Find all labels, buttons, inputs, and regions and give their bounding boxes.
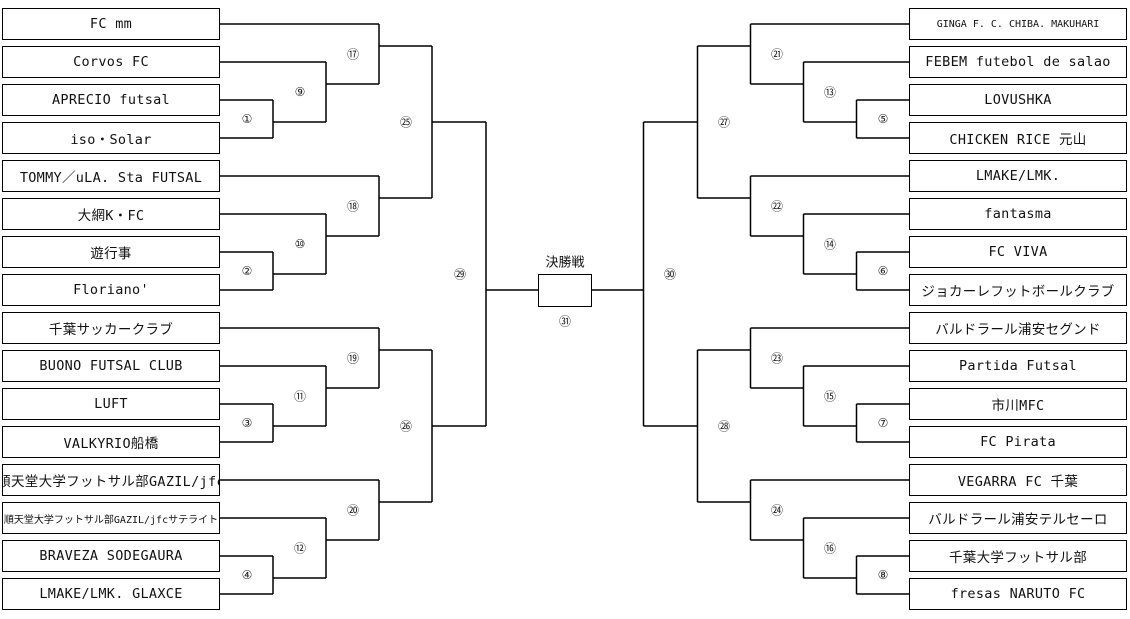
match-number: ⑯ xyxy=(823,541,837,556)
team-box-left: TOMMY／uLA. Sta FUTSAL xyxy=(2,160,220,192)
team-box-left: 大網K・FC xyxy=(2,198,220,230)
team-box-left: 順天堂大学フットサル部GAZIL/jfc xyxy=(2,464,220,496)
team-name: iso・Solar xyxy=(70,132,152,148)
team-name: Partida Futsal xyxy=(959,358,1077,374)
team-box-left: 遊行事 xyxy=(2,236,220,268)
team-name: LUFT xyxy=(94,396,128,412)
team-name: 千葉大学フットサル部 xyxy=(949,550,1087,566)
team-box-left: Floriano' xyxy=(2,274,220,306)
team-name: Corvos FC xyxy=(73,54,149,70)
match-number: ⑦ xyxy=(877,416,889,430)
match-number: ⑧ xyxy=(877,568,889,582)
team-name: VALKYRIO船橋 xyxy=(63,436,159,452)
team-name: VEGARRA FC 千葉 xyxy=(957,474,1079,490)
match-number: ⑲ xyxy=(346,351,360,366)
match-number: ⑬ xyxy=(823,85,837,100)
team-box-left: LUFT xyxy=(2,388,220,420)
match-number: ㉙ xyxy=(453,267,467,282)
team-box-right: LMAKE/LMK. xyxy=(909,160,1127,192)
team-box-right: ジョカーレフットボールクラブ xyxy=(909,274,1127,306)
team-name: 順天堂大学フットサル部GAZIL/jfcサテライト xyxy=(3,514,219,526)
team-box-left: VALKYRIO船橋 xyxy=(2,426,220,458)
team-name: BRAVEZA SODEGAURA xyxy=(39,548,183,564)
match-number: ㉘ xyxy=(717,419,731,434)
team-box-right: fantasma xyxy=(909,198,1127,230)
team-name: FC mm xyxy=(89,16,133,32)
match-number: ⑨ xyxy=(294,85,306,99)
match-number: ④ xyxy=(241,568,253,582)
team-box-right: GINGA F. C. CHIBA. MAKUHARI xyxy=(909,8,1127,40)
team-box-left: LMAKE/LMK. GLAXCE xyxy=(2,578,220,610)
match-number: ⑭ xyxy=(823,237,837,252)
team-name: 順天堂大学フットサル部GAZIL/jfc xyxy=(2,474,220,490)
team-name: FC Pirata xyxy=(980,434,1056,450)
team-box-right: FC Pirata xyxy=(909,426,1127,458)
team-name: ジョカーレフットボールクラブ xyxy=(921,284,1115,300)
team-box-left: 千葉サッカークラブ xyxy=(2,312,220,344)
match-number: ③ xyxy=(241,416,253,430)
team-box-right: FC VIVA xyxy=(909,236,1127,268)
team-name: LMAKE/LMK. xyxy=(975,168,1061,184)
team-name: LOVUSHKA xyxy=(984,92,1052,108)
match-number: ① xyxy=(241,112,253,126)
team-box-right: 千葉大学フットサル部 xyxy=(909,540,1127,572)
team-box-right: fresas NARUTO FC xyxy=(909,578,1127,610)
final-box xyxy=(538,274,592,307)
team-name: fantasma xyxy=(984,206,1052,222)
team-name: Floriano' xyxy=(73,282,149,298)
match-number: ② xyxy=(241,264,253,278)
match-number: ⑪ xyxy=(293,389,307,404)
team-box-left: 順天堂大学フットサル部GAZIL/jfcサテライト xyxy=(2,502,220,534)
team-name: LMAKE/LMK. GLAXCE xyxy=(39,586,183,602)
team-box-right: VEGARRA FC 千葉 xyxy=(909,464,1127,496)
team-box-right: CHICKEN RICE 元山 xyxy=(909,122,1127,154)
team-box-right: Partida Futsal xyxy=(909,350,1127,382)
team-name: 千葉サッカークラブ xyxy=(48,322,174,338)
team-name: CHICKEN RICE 元山 xyxy=(949,132,1087,148)
team-name: GINGA F. C. CHIBA. MAKUHARI xyxy=(936,18,1100,30)
team-box-left: BRAVEZA SODEGAURA xyxy=(2,540,220,572)
team-box-right: 市川MFC xyxy=(909,388,1127,420)
match-number: ㉓ xyxy=(770,351,784,366)
team-box-right: LOVUSHKA xyxy=(909,84,1127,116)
team-name: 大網K・FC xyxy=(77,208,145,224)
team-box-left: BUONO FUTSAL CLUB xyxy=(2,350,220,382)
team-box-left: Corvos FC xyxy=(2,46,220,78)
match-number: ㉗ xyxy=(717,115,731,130)
team-name: APRECIO futsal xyxy=(52,92,170,108)
team-name: FEBEM futebol de salao xyxy=(925,54,1111,70)
team-name: BUONO FUTSAL CLUB xyxy=(39,358,183,374)
match-number: ㉕ xyxy=(399,115,413,130)
team-name: バルドラール浦安セグンド xyxy=(935,322,1101,338)
team-name: 市川MFC xyxy=(991,398,1045,414)
team-name: TOMMY／uLA. Sta FUTSAL xyxy=(19,170,203,186)
team-box-right: FEBEM futebol de salao xyxy=(909,46,1127,78)
team-box-right: バルドラール浦安セグンド xyxy=(909,312,1127,344)
match-number: ㉔ xyxy=(770,503,784,518)
match-number: ㉑ xyxy=(770,47,784,62)
match-number: ⑥ xyxy=(877,264,889,278)
team-box-left: iso・Solar xyxy=(2,122,220,154)
match-number: ㉖ xyxy=(399,419,413,434)
match-number: ㉚ xyxy=(663,267,677,282)
final-title: 決勝戦 xyxy=(545,255,585,271)
match-number: ㉒ xyxy=(770,199,784,214)
team-name: 遊行事 xyxy=(90,246,132,262)
match-number: ⑳ xyxy=(346,503,360,518)
team-box-left: APRECIO futsal xyxy=(2,84,220,116)
match-number: ⑰ xyxy=(346,47,360,62)
match-number: ⑩ xyxy=(294,237,306,251)
team-name: バルドラール浦安テルセーロ xyxy=(928,512,1108,528)
final-match-number: ㉛ xyxy=(558,314,572,329)
team-name: FC VIVA xyxy=(988,244,1048,260)
match-number: ⑱ xyxy=(346,199,360,214)
match-number: ⑫ xyxy=(293,541,307,556)
match-number: ⑮ xyxy=(823,389,837,404)
team-box-left: FC mm xyxy=(2,8,220,40)
team-name: fresas NARUTO FC xyxy=(950,586,1086,602)
match-number: ⑤ xyxy=(877,112,889,126)
team-box-right: バルドラール浦安テルセーロ xyxy=(909,502,1127,534)
